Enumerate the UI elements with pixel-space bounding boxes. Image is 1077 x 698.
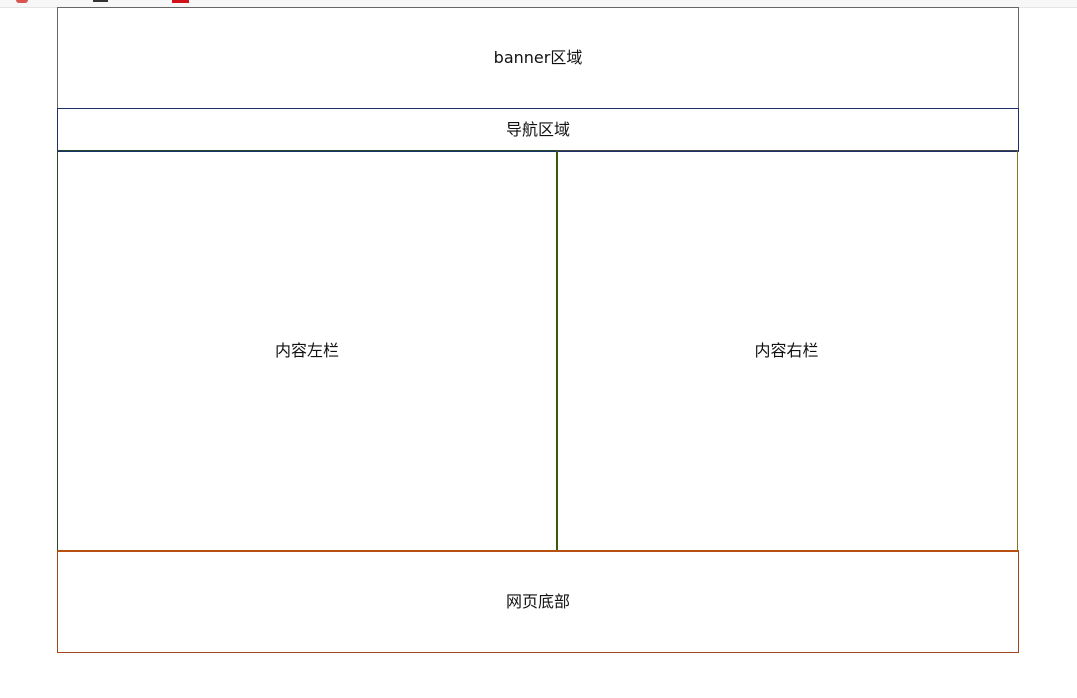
toolbar-red-circle-icon <box>16 0 28 3</box>
content-left-column: 内容左栏 <box>57 150 558 552</box>
nav-label: 导航区域 <box>505 120 570 139</box>
content-right-column: 内容右栏 <box>556 150 1018 552</box>
banner-area: banner区域 <box>57 7 1019 109</box>
banner-label: banner区域 <box>493 48 583 67</box>
content-left-label: 内容左栏 <box>274 341 339 360</box>
nav-area: 导航区域 <box>57 108 1019 152</box>
content-right-label: 内容右栏 <box>754 341 819 360</box>
toolbar-dark-icon <box>93 0 108 2</box>
page-footer: 网页底部 <box>57 550 1019 653</box>
footer-label: 网页底部 <box>505 592 570 611</box>
toolbar-red-icon <box>172 0 189 3</box>
